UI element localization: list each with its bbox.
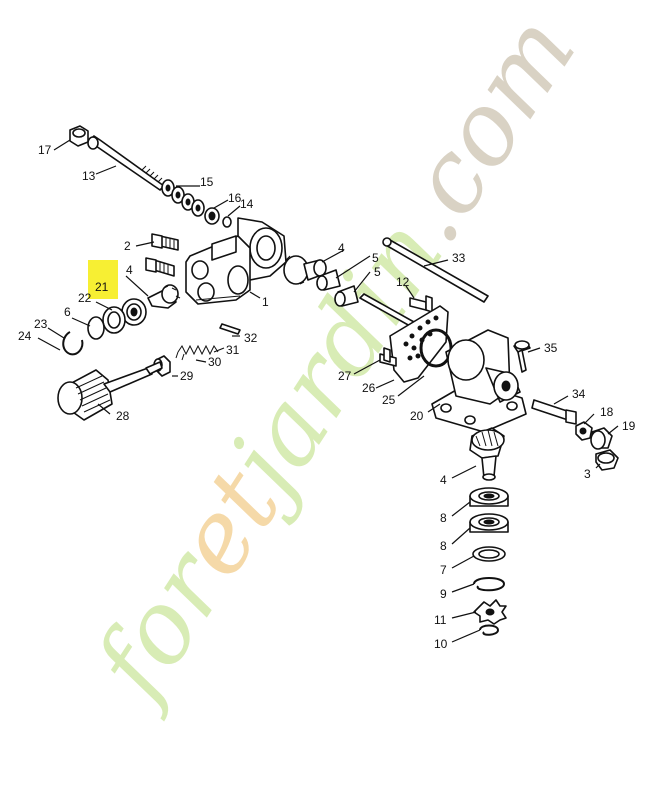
callout-7[interactable]: 7 [440,563,447,577]
callout-20[interactable]: 20 [410,409,424,423]
highlight-part-21 [88,260,118,299]
part-28-grip[interactable] [57,361,163,421]
part-16-washer[interactable] [204,207,220,225]
callout-31[interactable]: 31 [226,343,240,357]
part-21-bearing[interactable] [121,298,147,326]
callout-22[interactable]: 22 [78,291,92,305]
callout-28[interactable]: 28 [116,409,130,423]
callout-18[interactable]: 18 [600,405,614,419]
callout-16[interactable]: 16 [228,191,242,205]
callouts: 17 13 15 16 14 2 21 4 22 6 23 24 1 32 31… [18,143,636,651]
part-2-screws[interactable] [145,233,179,277]
part-23-circlip[interactable] [62,331,84,356]
callout-13[interactable]: 13 [82,169,96,183]
part-4-shaft-left[interactable] [147,284,181,309]
part-33-rod[interactable] [382,237,489,303]
part-31-spring[interactable] [177,344,219,356]
part-10-circlip[interactable] [479,624,500,636]
leader-lines [37,139,619,643]
callout-34[interactable]: 34 [572,387,586,401]
part-14-washer[interactable] [222,216,232,228]
part-34-bolt[interactable] [531,399,577,425]
callout-2[interactable]: 2 [124,239,131,253]
callout-4-center[interactable]: 4 [338,241,345,255]
callout-26[interactable]: 26 [362,381,376,395]
part-18-nut[interactable] [575,421,593,441]
part-8-bearing-a[interactable] [469,487,509,507]
part-6-ring[interactable] [87,316,105,340]
callout-10[interactable]: 10 [434,637,448,651]
callout-6[interactable]: 6 [64,305,71,319]
callout-33[interactable]: 33 [452,251,466,265]
part-4-bevel-gear[interactable] [283,255,327,285]
callout-24[interactable]: 24 [18,329,32,343]
part-30-spring [175,351,185,361]
callout-14[interactable]: 14 [240,197,254,211]
part-27-screw[interactable] [379,347,397,367]
callout-4-bottom[interactable]: 4 [440,473,447,487]
part-1-housing[interactable] [185,217,287,305]
part-7-washer[interactable] [472,546,506,562]
callout-30[interactable]: 30 [208,355,222,369]
part-15-washers[interactable] [161,179,205,217]
part-5-bushing-b[interactable] [334,285,359,307]
callout-27[interactable]: 27 [338,369,352,383]
part-11-star-washer[interactable] [473,599,507,625]
part-3-plug[interactable] [595,449,619,471]
callout-12[interactable]: 12 [396,275,410,289]
callout-19[interactable]: 19 [622,419,636,433]
callout-3[interactable]: 3 [584,467,591,481]
callout-5-b[interactable]: 5 [374,265,381,279]
part-22-bearing[interactable] [102,306,126,334]
part-20-gearbox[interactable] [431,329,527,433]
part-26-bracket[interactable] [389,305,449,383]
callout-25[interactable]: 25 [382,393,396,407]
callout-17[interactable]: 17 [38,143,52,157]
callout-32[interactable]: 32 [244,331,258,345]
callout-8-b[interactable]: 8 [440,539,447,553]
callout-11[interactable]: 11 [434,613,447,627]
callout-8-a[interactable]: 8 [440,511,447,525]
callout-21[interactable]: 21 [95,280,109,294]
part-32-pin[interactable] [219,323,241,335]
callout-4-left[interactable]: 4 [126,263,133,277]
callout-23[interactable]: 23 [34,317,48,331]
part-17-nut[interactable] [69,125,89,147]
watermark: foretjardin.com [68,0,598,724]
part-9-circlip[interactable] [473,577,506,592]
part-35-screw[interactable] [513,340,531,373]
callout-9[interactable]: 9 [440,587,447,601]
callout-15[interactable]: 15 [200,175,214,189]
part-5-bushing-a[interactable] [316,269,341,291]
callout-5-a[interactable]: 5 [372,251,379,265]
part-4-spiral-gear[interactable] [469,427,505,481]
svg-text:foretjardin.com: foretjardin.com [68,0,598,724]
part-19-cap[interactable] [590,427,613,450]
part-8-bearing-b[interactable] [469,513,509,533]
callout-1[interactable]: 1 [262,295,269,309]
callout-35[interactable]: 35 [544,341,558,355]
callout-29[interactable]: 29 [180,369,194,383]
part-13-bolt[interactable] [87,135,165,191]
